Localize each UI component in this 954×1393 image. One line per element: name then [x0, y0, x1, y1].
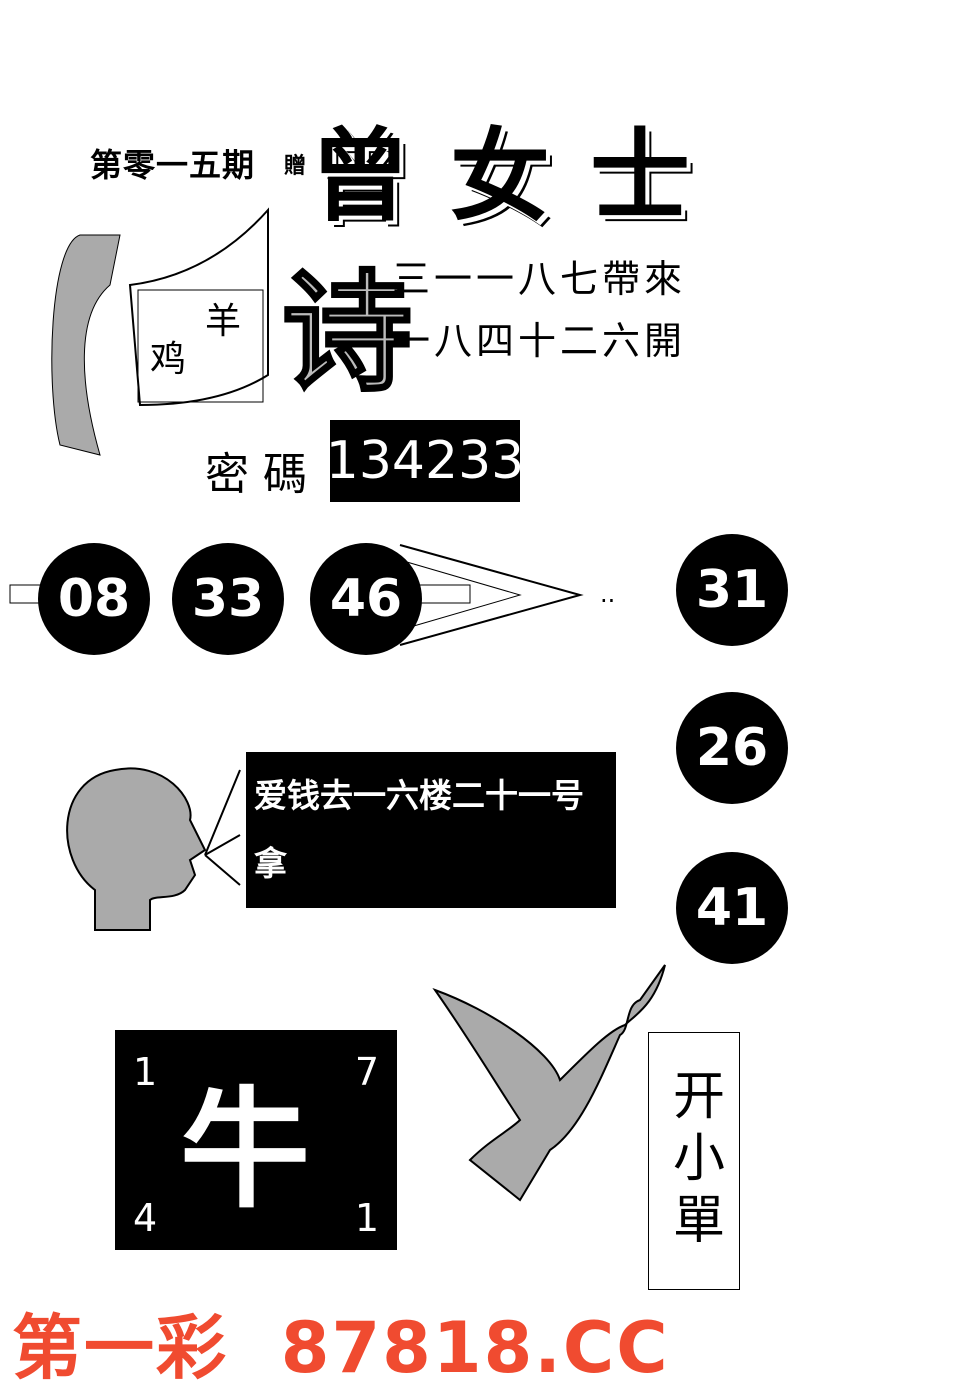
corner-number: 4 [133, 1196, 158, 1240]
number-ball: 33 [172, 543, 284, 655]
poem-line-1: 三一一八七帶來 [392, 257, 687, 301]
number-ball: 41 [676, 852, 788, 964]
number-ball: 46 [310, 543, 422, 655]
issue-number: 第零一五期 [90, 146, 256, 184]
code-label: 密碼 [205, 449, 321, 500]
prediction-box: 开小單 [648, 1032, 740, 1290]
code-value: 134233 [326, 420, 524, 502]
number-ball: 26 [676, 692, 788, 804]
poem-line-2: 一八四十二六開 [392, 319, 687, 363]
gift-char: 贈 [284, 154, 307, 179]
corner-number: 1 [354, 1196, 379, 1240]
page-title: 曾女士 [310, 117, 730, 235]
watermark: 第一彩 87818.CC [12, 1307, 670, 1389]
head-speaking-icon [66, 767, 241, 931]
phone-card-illustration [51, 207, 269, 456]
card-char-rooster: 鸡 [150, 339, 187, 380]
poem-char: 诗 [280, 255, 413, 411]
dots: .. [600, 580, 616, 608]
message-box: 爱钱去一六楼二十一号拿 后楼跳到四一楼买一三号 [246, 752, 616, 1019]
zodiac-char: 牛 [180, 1074, 311, 1226]
dove-icon [432, 964, 666, 1202]
corner-number: 1 [133, 1050, 158, 1094]
message-line-2: 后楼跳到四一楼买一三号 [254, 912, 584, 1019]
corner-number: 7 [354, 1050, 379, 1094]
number-ball: 08 [38, 543, 150, 655]
message-line-1: 爱钱去一六楼二十一号拿 [254, 776, 584, 883]
zodiac-box: 牛 1 7 4 1 [115, 1030, 397, 1250]
card-char-sheep: 羊 [205, 301, 242, 342]
number-ball: 31 [676, 534, 788, 646]
